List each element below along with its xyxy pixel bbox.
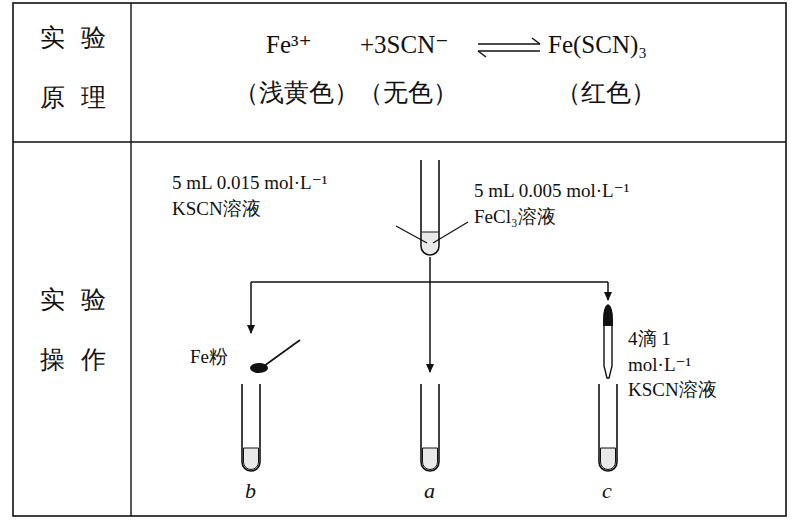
tube-letter: b bbox=[245, 476, 256, 506]
color-note: （红色） bbox=[556, 76, 656, 110]
spatula bbox=[250, 340, 300, 373]
leader-line bbox=[396, 222, 468, 243]
row-heading: 实验原理 bbox=[40, 8, 124, 128]
color-note: （无色） bbox=[358, 76, 458, 110]
row-rule bbox=[13, 141, 786, 142]
reagent-label: 5 mL 0.005 mol·L⁻¹ FeCl₃溶液 bbox=[474, 178, 650, 229]
equilibrium-arrow bbox=[478, 38, 540, 57]
reagent-label: Fe粉 bbox=[190, 344, 228, 370]
test-tube bbox=[242, 384, 617, 471]
solution bbox=[244, 448, 616, 470]
tube-letter: a bbox=[424, 476, 435, 506]
tube-letter: c bbox=[602, 476, 612, 506]
dropper bbox=[603, 304, 613, 378]
ion-formula: +3SCN⁻ bbox=[360, 28, 448, 62]
reagent-label: 4滴 1 mol·L⁻¹ KSCN溶液 bbox=[628, 326, 732, 403]
table-border bbox=[13, 3, 786, 516]
product-formula: Fe(SCN)₃ bbox=[548, 28, 647, 62]
ion-formula: Fe³⁺ bbox=[266, 28, 312, 62]
row-heading: 实验操作 bbox=[40, 270, 124, 390]
column-rule bbox=[130, 3, 131, 516]
color-note: （浅黄色） bbox=[234, 76, 359, 110]
reagent-label: 5 mL 0.015 mol·L⁻¹ KSCN溶液 bbox=[172, 170, 344, 221]
branch-arrow bbox=[251, 257, 608, 372]
